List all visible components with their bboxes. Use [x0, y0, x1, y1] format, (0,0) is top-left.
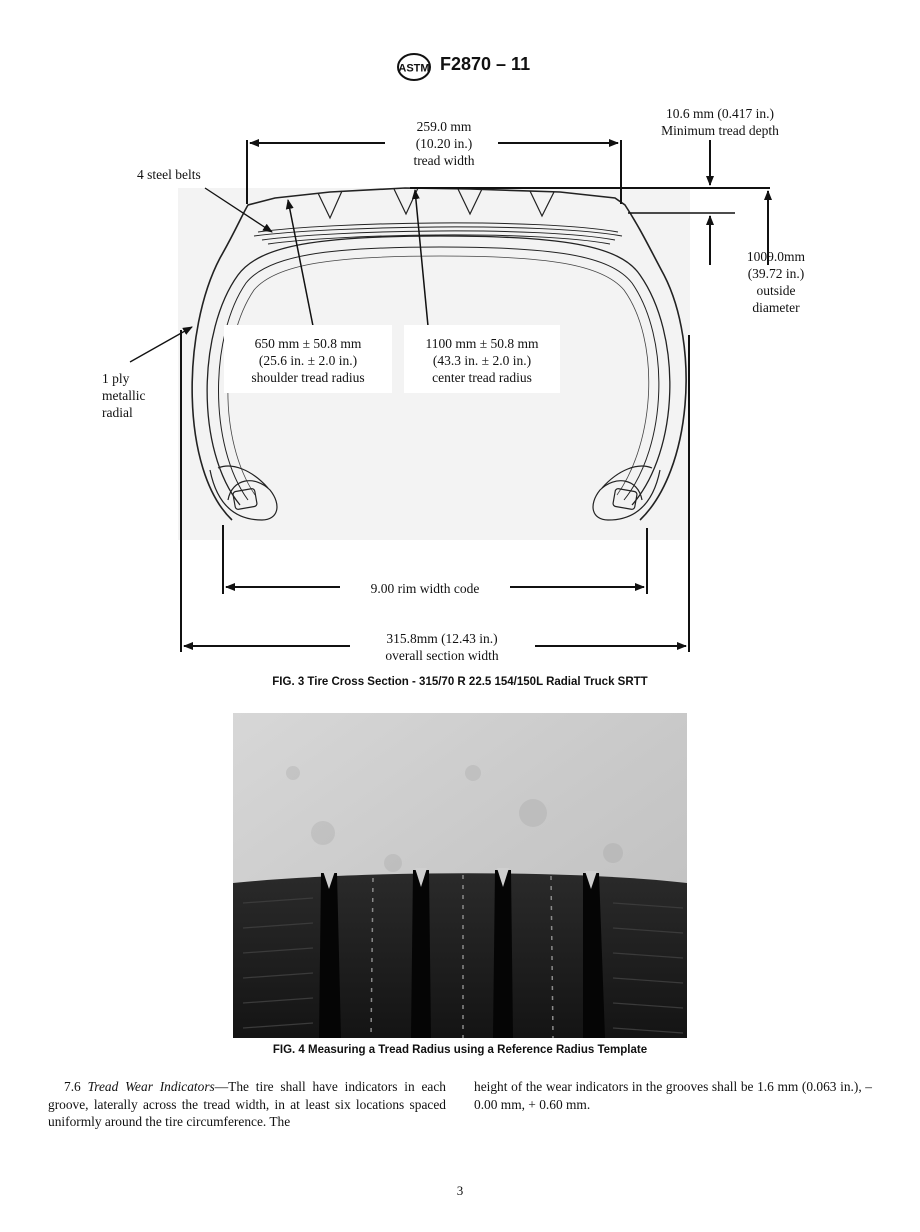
bead-right [592, 465, 661, 521]
section-text-right: height of the wear indicators in the gro… [474, 1079, 872, 1112]
page-number: 3 [456, 1183, 464, 1198]
outside-diameter-label: 1009.0mm (39.72 in.) outside diameter [746, 249, 806, 315]
body-left-column: 7.6 Tread Wear Indicators—The tire shall… [48, 1078, 446, 1131]
tire-cross-section-diagram [129, 139, 772, 652]
steel-belts-label: 4 steel belts [137, 167, 201, 182]
document-title: F2870 – 11 [440, 54, 531, 74]
ply-label: 1 ply metallic radial [102, 371, 146, 420]
rim-width-label: 9.00 rim width code [370, 581, 480, 596]
section-text-left: —The tire shall have indicators in each … [48, 1079, 446, 1129]
tread-width-label: 259.0 mm (10.20 in.) tread width [413, 119, 475, 168]
svg-text:ASTM: ASTM [398, 63, 429, 75]
astm-logo: ASTM [397, 53, 431, 81]
body-right-column: height of the wear indicators in the gro… [474, 1078, 872, 1113]
section-title: Tread Wear Indicators [87, 1079, 215, 1094]
tire-carcass [206, 235, 671, 506]
tread-radius-photo [233, 713, 687, 1038]
section-width-label: 315.8mm (12.43 in.) overall section widt… [385, 631, 499, 663]
tire-tread [233, 873, 687, 1038]
bead-left [209, 465, 278, 521]
figure-4-caption: FIG. 4 Measuring a Tread Radius using a … [272, 1044, 648, 1056]
minimum-tread-depth-label: 10.6 mm (0.417 in.) Minimum tread depth [661, 106, 779, 138]
shoulder-tread-radius-label: 650 mm ± 50.8 mm (25.6 in. ± 2.0 in.) sh… [251, 336, 365, 385]
section-number: 7.6 [64, 1079, 81, 1094]
figure-3-caption: FIG. 3 Tire Cross Section - 315/70 R 22.… [272, 676, 648, 688]
center-tread-radius-label: 1100 mm ± 50.8 mm (43.3 in. ± 2.0 in.) c… [425, 336, 539, 385]
